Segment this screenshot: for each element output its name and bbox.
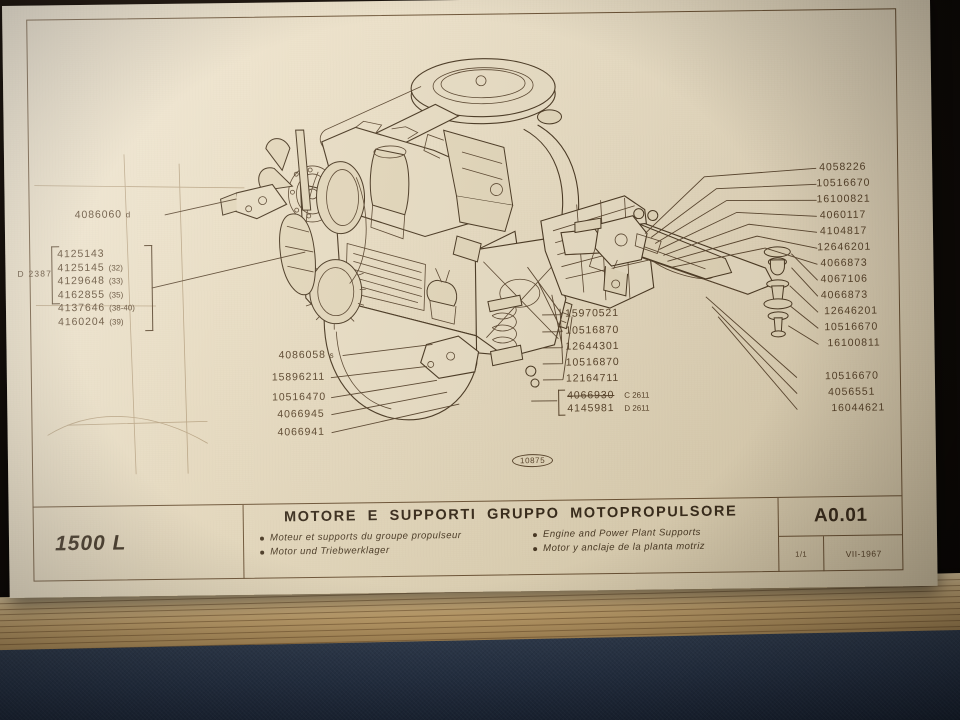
callout-right-upper: 4060117: [819, 208, 867, 222]
title-cell: MOTORE E SUPPORTI GRUPPO MOTOPROPULSORE …: [243, 497, 780, 579]
callout-right-lower: 4066873: [820, 288, 869, 302]
issue-date: VII-1967: [845, 548, 882, 559]
callout-right-upper: 4066873: [820, 256, 868, 270]
callout-variant: 4145981 D 2611: [567, 402, 650, 415]
bullet-icon: [259, 536, 265, 541]
callout-center: 15970521: [564, 306, 620, 320]
callout-lower-left: 15896211: [271, 370, 326, 384]
callout-right-upper: 4104817: [819, 224, 868, 238]
callout-center: 10516870: [565, 323, 620, 337]
callout-right-lower: 12646201: [823, 304, 879, 318]
callout-center: 10516870: [565, 355, 620, 369]
model-label: 1500 L: [54, 531, 127, 556]
callout-right-bottom: 16044621: [831, 401, 886, 415]
left-group-ref: D 2387: [17, 268, 53, 279]
callout-right-bottom: 10516670: [824, 369, 879, 383]
callout-right-upper: 12646201: [817, 240, 872, 254]
title-col-left: Moteur et supports du groupe propulseur …: [244, 528, 506, 578]
plate-code: A0.01: [778, 496, 904, 537]
callout-lower-left: 10516470: [272, 390, 327, 404]
variant-bracket: [558, 389, 566, 416]
callout-lower-left: 4066941: [277, 425, 325, 439]
catalogue-page: D 2387 4125143 4125145(32) 4129648(33) 4…: [2, 0, 938, 598]
callout-lower-left: 4066945: [277, 407, 325, 421]
title-translation: Motor y anclaje de la planta motriz: [533, 538, 778, 555]
title-translation: Motor und Triebwerklager: [260, 542, 505, 559]
list-item: 4125145(32): [57, 261, 123, 274]
engine-exploded-drawing: [34, 58, 819, 475]
list-item: 4129648(33): [57, 274, 124, 288]
list-item: 4160204(39): [58, 315, 124, 329]
callout-right-upper: 10516670: [816, 176, 871, 190]
title-block: 1500 L MOTORE E SUPPORTI GRUPPO MOTOPROP…: [32, 495, 904, 582]
bullet-icon: [532, 533, 537, 538]
callout-right-lower: 16100811: [827, 336, 881, 350]
bullet-icon: [533, 546, 538, 551]
callout-center: 12164711: [565, 371, 620, 385]
list-item: 4125143: [57, 247, 105, 261]
callout-variant: 4066930 C 2611: [567, 389, 650, 402]
list-item: 4162855(35): [57, 288, 124, 302]
sheet-fraction: 1/1: [779, 536, 825, 572]
model-cell: 1500 L: [32, 504, 245, 582]
callout-right-lower: 10516670: [824, 320, 879, 334]
bullet-icon: [260, 550, 265, 555]
plate-code-cell: A0.01 1/1 VII-1967: [778, 496, 904, 572]
callout-lower-left: 4086058 s: [278, 348, 334, 362]
callout-right-upper: 4058226: [819, 160, 867, 174]
title-col-right: Engine and Power Plant Supports Motor y …: [505, 525, 779, 576]
callout-right-bottom: 4056551: [828, 385, 876, 399]
left-group-list: 4125143 4125145(32) 4129648(33) 4162855(…: [57, 247, 135, 330]
callout-right-lower: 4067106: [820, 272, 868, 286]
callout-right-upper: 16100821: [816, 192, 871, 206]
left-group-bracket-close: [144, 245, 154, 332]
callout-center: 12644301: [565, 339, 620, 353]
list-item: 4137646(38-40): [57, 302, 136, 315]
callout-upper-left: 4086060 d: [74, 208, 131, 222]
